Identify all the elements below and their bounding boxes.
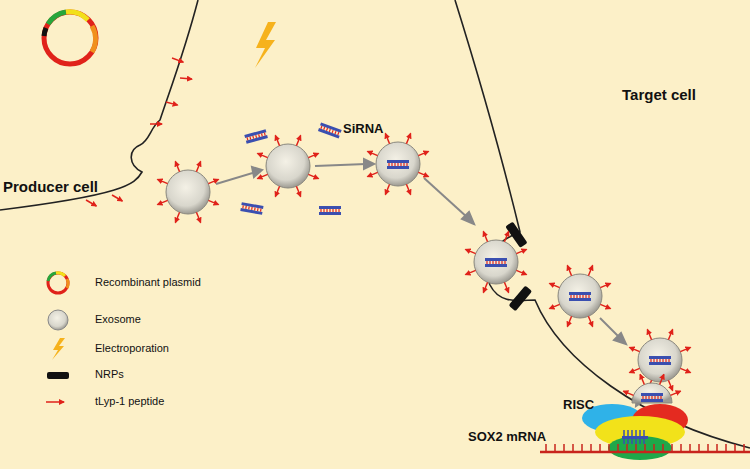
exosome bbox=[630, 330, 691, 391]
sirna bbox=[649, 356, 671, 365]
legend-text: tLyp-1 peptide bbox=[95, 395, 164, 408]
guide-tick bbox=[627, 430, 629, 444]
sirna bbox=[387, 160, 409, 169]
sirna bbox=[641, 393, 663, 402]
guide-tick bbox=[639, 430, 641, 444]
nrp-receptor bbox=[509, 285, 533, 311]
peptide bbox=[172, 58, 183, 62]
sirna bbox=[240, 202, 263, 215]
guide-tick bbox=[643, 430, 645, 444]
sirna-label: SiRNA bbox=[343, 122, 383, 137]
exosome bbox=[158, 162, 219, 223]
exosome bbox=[550, 266, 611, 327]
legend-text: NRPs bbox=[95, 368, 124, 381]
peptide bbox=[180, 78, 192, 79]
target-membrane bbox=[455, 0, 750, 448]
exosome bbox=[466, 232, 527, 293]
sirna bbox=[485, 258, 507, 267]
transport-arrow bbox=[216, 159, 650, 406]
legend-text: Recombinant plasmid bbox=[95, 276, 201, 289]
exosome bbox=[368, 134, 429, 195]
plasmid bbox=[44, 12, 96, 64]
legend-plasmid bbox=[48, 273, 68, 293]
sirna bbox=[318, 122, 342, 138]
exosome bbox=[623, 374, 680, 403]
peptide bbox=[112, 195, 122, 201]
legend-text: Exosome bbox=[95, 313, 141, 326]
cell-label: Producer cell bbox=[3, 178, 98, 195]
producer-membrane bbox=[0, 0, 198, 210]
sirna bbox=[244, 129, 268, 143]
peptide bbox=[166, 102, 178, 105]
guide-tick bbox=[623, 430, 625, 444]
electroporation-bolt bbox=[255, 22, 276, 68]
cell-label: Target cell bbox=[622, 86, 696, 103]
peptide bbox=[150, 123, 162, 125]
guide-tick bbox=[631, 430, 633, 444]
risc-label: RISC bbox=[563, 398, 594, 413]
guide-tick bbox=[635, 430, 637, 444]
legend-nrp bbox=[47, 372, 69, 379]
sirna bbox=[319, 206, 341, 215]
sirna bbox=[569, 292, 591, 301]
peptide bbox=[86, 200, 96, 206]
legend-exosome bbox=[48, 310, 68, 330]
sox2-mrna bbox=[540, 444, 750, 452]
exosome bbox=[258, 136, 319, 197]
legend-bolt bbox=[52, 338, 65, 360]
legend-peptide bbox=[46, 401, 64, 403]
mrna-label: SOX2 mRNA bbox=[468, 430, 546, 445]
legend-text: Electroporation bbox=[95, 342, 169, 355]
